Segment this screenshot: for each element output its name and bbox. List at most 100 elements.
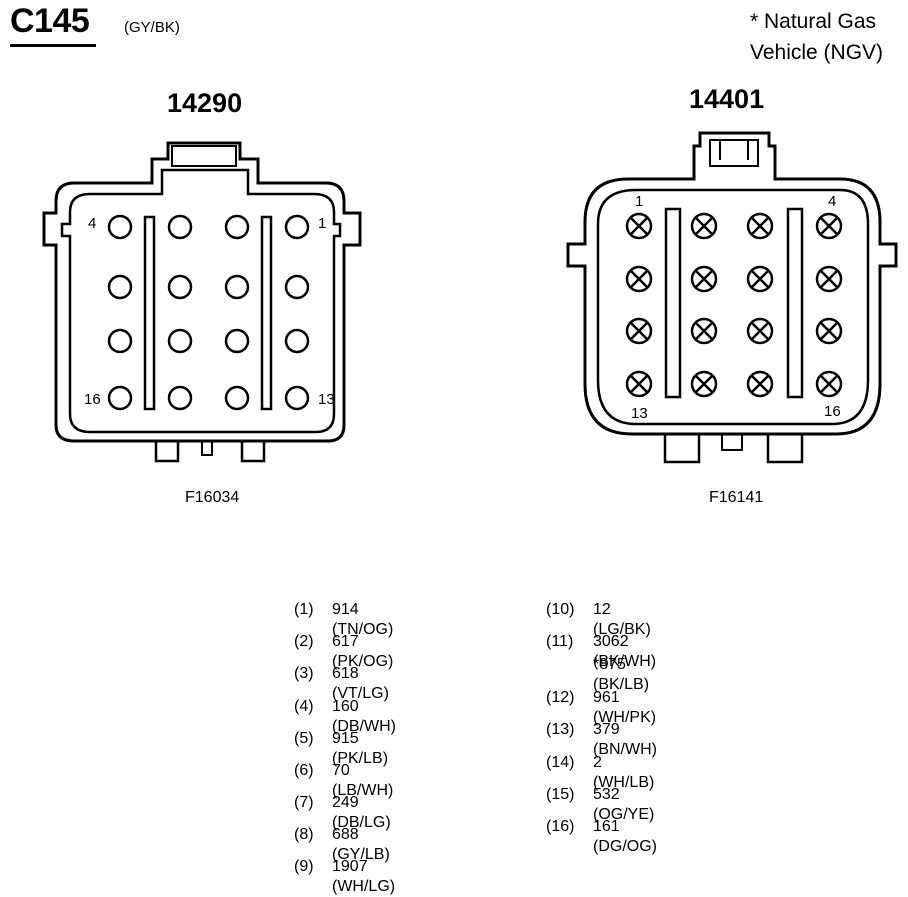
connector-left-key-bar — [143, 215, 156, 411]
cavity — [167, 274, 193, 300]
cavity-x — [625, 317, 653, 345]
pin-number: (1) — [294, 601, 314, 618]
pin-number: (13) — [546, 721, 575, 738]
pin-number: (16) — [546, 818, 575, 835]
cavity-x — [815, 265, 843, 293]
connector-left-tab — [240, 439, 266, 463]
pin-number: (10) — [546, 601, 575, 618]
connector-diagrams: 4 1 16 13 1 4 13 — [42, 131, 898, 464]
connector-left — [42, 141, 362, 463]
pin-circuit: 3062 (BK/WH) — [593, 633, 657, 670]
figure-id-left: F16034 — [185, 489, 240, 506]
pin-circuit: 915 (PK/LB) — [332, 730, 389, 767]
connector-left-latch — [171, 145, 237, 167]
pin-circuit: 249 (DB/LG) — [332, 794, 391, 831]
connector-right-label: 4 — [828, 193, 836, 210]
pin-number: (2) — [294, 633, 314, 650]
pin-circuit: 914 (TN/OG) — [332, 601, 394, 638]
cavity — [107, 214, 133, 240]
cavity — [224, 274, 250, 300]
connector-left-label: 4 — [88, 215, 96, 232]
connector-left-tab — [154, 439, 180, 463]
pin-number: (3) — [294, 665, 314, 682]
pin-circuit: 961 (WH/PK) — [593, 689, 657, 726]
connector-right-key-bar — [664, 207, 682, 399]
connector-left-tab — [201, 440, 213, 456]
pin-circuit-alt: *875 (BK/LB) — [593, 656, 650, 693]
cavity — [224, 214, 250, 240]
pin-number: (7) — [294, 794, 314, 811]
pin-circuit: 2 (WH/LB) — [593, 754, 655, 791]
cavity-x — [690, 317, 718, 345]
cavity-x — [625, 265, 653, 293]
pin-circuit: 618 (VT/LG) — [332, 665, 389, 702]
cavity-x — [746, 317, 774, 345]
connector-right-latch — [709, 139, 759, 167]
connector-left-cavities — [107, 214, 310, 411]
connector-left-label: 1 — [318, 215, 326, 232]
pin-number: (15) — [546, 786, 575, 803]
connector-right-key-bar — [786, 207, 804, 399]
cavity-x — [746, 265, 774, 293]
cavity-x — [746, 370, 774, 398]
pin-number: (11) — [546, 633, 574, 650]
cavity — [284, 274, 310, 300]
connector-right-label: 1 — [635, 193, 643, 210]
cavity-x — [815, 212, 843, 240]
cavity — [107, 328, 133, 354]
cavity-x — [625, 370, 653, 398]
pin-circuit: 617 (PK/OG) — [332, 633, 394, 670]
pin-number: (5) — [294, 730, 314, 747]
connector-right-label: 16 — [824, 403, 841, 420]
connector-right-inner — [596, 188, 870, 426]
pin-circuit: 688 (GY/LB) — [332, 826, 390, 863]
ngv-note-line1: * Natural Gas — [750, 10, 877, 33]
part-number-left: 14290 — [167, 88, 243, 118]
connector-right-tab — [663, 432, 701, 464]
cavity — [167, 214, 193, 240]
connector-right-label: 13 — [631, 405, 648, 422]
ngv-note-line2: Vehicle (NGV) — [750, 41, 884, 64]
figure-id-right: F16141 — [709, 489, 764, 506]
cavity-x — [815, 317, 843, 345]
cavity-x — [746, 212, 774, 240]
cavity — [167, 385, 193, 411]
cavity — [284, 328, 310, 354]
connector-left-housing — [42, 141, 362, 443]
cavity — [284, 214, 310, 240]
pin-number: (12) — [546, 689, 575, 706]
connector-right-housing — [566, 131, 898, 436]
connector-id-underline — [10, 44, 96, 47]
pin-circuit: 532 (OG/YE) — [593, 786, 655, 823]
pin-circuit: 12 (LG/BK) — [593, 601, 651, 638]
cavity — [224, 385, 250, 411]
pin-circuit: 379 (BN/WH) — [593, 721, 657, 758]
cavity-x — [690, 370, 718, 398]
pin-number: (4) — [294, 698, 314, 715]
pin-circuit: 1907 (WH/LG) — [332, 858, 396, 895]
cavity-x — [625, 212, 653, 240]
connector-left-inner — [60, 168, 342, 434]
cavity — [107, 385, 133, 411]
cavity — [167, 328, 193, 354]
pin-circuit: 161 (DG/OG) — [593, 818, 657, 855]
cavity — [224, 328, 250, 354]
connector-left-label: 16 — [84, 391, 101, 408]
cavity-x — [815, 370, 843, 398]
cavity — [107, 274, 133, 300]
cavity-x — [690, 212, 718, 240]
connector-left-key-bar — [260, 215, 273, 411]
ngv-note: * Natural Gas Vehicle (NGV) — [750, 6, 883, 68]
connector-color-code: (GY/BK) — [124, 19, 180, 36]
connector-right-tab — [766, 432, 804, 464]
cavity — [284, 385, 310, 411]
connector-right — [566, 131, 898, 464]
pin-number: (8) — [294, 826, 314, 843]
cavity-x — [690, 265, 718, 293]
pin-number: (9) — [294, 858, 314, 875]
connector-left-label: 13 — [318, 391, 335, 408]
pin-number: (6) — [294, 762, 314, 779]
pin-number: (14) — [546, 754, 575, 771]
pin-circuit: 160 (DB/WH) — [332, 698, 396, 735]
pin-circuit: 70 (LB/WH) — [332, 762, 394, 799]
